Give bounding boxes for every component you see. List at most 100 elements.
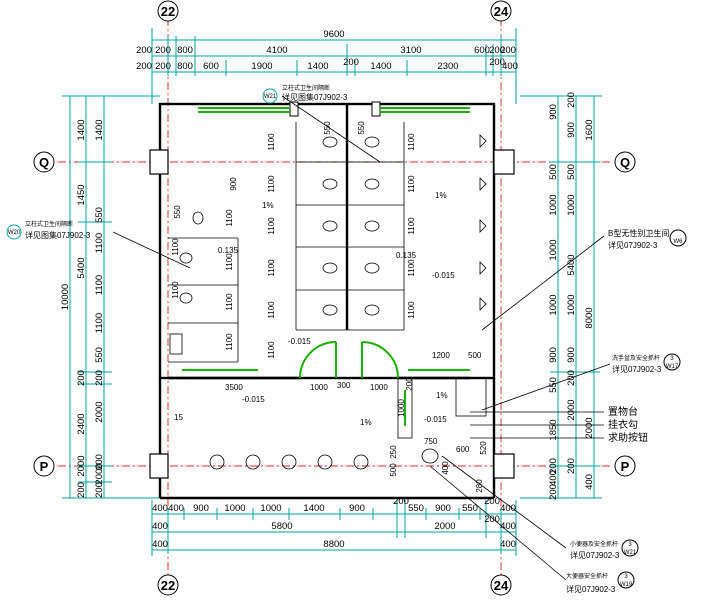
int-15: 15 (174, 413, 183, 422)
callout-b1-circle (621, 539, 639, 557)
bottom-dimension-lines (151, 500, 517, 556)
dim-left-in-8: 200 (94, 454, 105, 470)
dim-right-mid-4: 1000 (548, 294, 559, 315)
stall-dim-0: 1100 (267, 133, 276, 151)
stall-dim-3: 1100 (267, 259, 276, 277)
dim-bot-r1-8: 550 (408, 503, 424, 514)
grid-label-q-left: Q (39, 155, 49, 170)
dim-left-in-7: 2000 (94, 401, 105, 422)
stall-dim-l4: 1100 (171, 238, 180, 256)
stall-dim-l3: 1100 (225, 333, 234, 351)
dim-top-r3-6: 200 (343, 57, 359, 68)
dim-left-in-6: 200 (94, 370, 105, 386)
dim-top-r2-1: 200 (155, 45, 171, 56)
dim-left-in-5: 550 (94, 347, 105, 363)
callout-r1-ref: 详见07J902-3 (608, 240, 658, 250)
dim-bot-r1-2: 900 (193, 503, 209, 514)
int-600: 600 (456, 445, 470, 454)
dim-right-outer-2: 2000 (584, 417, 595, 438)
slope-1: 1% (262, 201, 274, 210)
stall-dim-4: 1100 (267, 301, 276, 319)
column-q22 (149, 149, 169, 175)
dim-top-total: 9600 (323, 29, 344, 40)
dim-bot-r1-10: 550 (462, 503, 478, 514)
dim-bot-r1-9: 900 (435, 503, 451, 514)
dim-right-in-0: 200 (566, 92, 577, 108)
callout-b1-code: W21 (624, 550, 637, 556)
dim-bot-r2-3: 200 (484, 514, 500, 525)
int-300: 300 (337, 381, 351, 390)
callout-b2-num: 3 (624, 574, 628, 580)
slope-2: 1% (435, 191, 447, 200)
dim-bot-r2-2: 2000 (434, 521, 455, 532)
top-dimension-text: 9600 200 200 800 4100 3100 600 200 200 4… (136, 29, 518, 72)
dim-right-in-8: 2000 (566, 399, 577, 420)
int-1000a: 1000 (310, 383, 328, 392)
dim-right-in-5: 1000 (566, 294, 577, 315)
dim-bot-r2-0: 400 (152, 521, 168, 532)
left-dimension-text: 10000 1400 1450 5400 200 2400 2000 200 1… (60, 119, 105, 498)
dim-left-in-10: 2000 (94, 463, 105, 484)
dim-top-r2-4: 3100 (400, 45, 421, 56)
dim-right-mid-9: 200 (548, 458, 559, 474)
dim-left-in-2: 1100 (94, 233, 105, 253)
callout-left-code: W20 (8, 230, 21, 236)
int-1200: 1200 (432, 351, 450, 360)
int-1000c: 1000 (397, 399, 406, 417)
callout-top-title: 立柱式卫生间隔断 (282, 84, 330, 92)
right-dimension-text: 1600 8000 2000 400 900 500 1000 1000 100… (548, 92, 595, 500)
grid-label-p-right: P (621, 459, 630, 474)
int-550c: 550 (173, 205, 182, 219)
dim-bot-r1-5: 1400 (303, 503, 324, 514)
dim-right-in-4: 5400 (566, 254, 577, 275)
slope-4: 1% (360, 418, 372, 427)
dim-top-r3-3: 600 (203, 61, 219, 72)
dim-left-mid-4: 2400 (76, 413, 87, 434)
level-2: 0.135 (396, 251, 417, 260)
dim-top-r2-2: 800 (177, 45, 193, 56)
dim-right-in-6: 900 (566, 347, 577, 363)
callout-r2-num: 3 (670, 356, 674, 362)
dim-left-in-3: 1100 (94, 275, 105, 295)
dim-left-in-4: 1100 (94, 313, 105, 333)
dim-right-outer-0: 1600 (584, 119, 595, 140)
right-dimension-lines (520, 95, 602, 499)
level-3: -0.015 (432, 271, 455, 280)
callout-b2-circle (617, 571, 635, 589)
grid-label-q-right: Q (620, 155, 630, 170)
int-550a: 550 (323, 121, 332, 135)
dim-right-mid-1: 500 (548, 164, 559, 180)
stall-dim-5: 1100 (267, 341, 276, 359)
callout-left-ref: 详见图集07J902-3 (25, 230, 91, 240)
dim-right-mid-10: 400 (548, 470, 559, 486)
int-1000b: 1000 (370, 383, 388, 392)
stall-partitions (168, 122, 405, 363)
annotation-callouts: W21 立柱式卫生间隔断 详见图集07J902-3 W20 立柱式卫生间隔断 详… (6, 84, 687, 594)
stall-dim-r1: 1100 (407, 175, 416, 193)
dim-right-mid-8: 1850 (548, 419, 559, 440)
left-dimension-lines (62, 95, 160, 499)
dim-left-total: 10000 (60, 284, 71, 310)
label-hook: 挂衣勾 (608, 418, 638, 431)
callout-r1-title: B型无性别卫生间 (608, 228, 669, 238)
dim-bot-r3-0: 400 (152, 539, 168, 550)
int-500b: 500 (389, 463, 398, 477)
stall-dim-r0: 1100 (407, 133, 416, 151)
int-750: 750 (424, 437, 438, 446)
dim-left-mid-1: 1450 (76, 184, 87, 205)
building-walls (149, 101, 515, 500)
dim-left-in-9: 200 (94, 482, 105, 498)
int-3500: 3500 (225, 383, 243, 392)
toilet-fixtures (169, 134, 487, 470)
dim-left-in-1: 550 (94, 207, 105, 223)
callout-top-ref: 详见图集07J902-3 (282, 92, 348, 102)
grid-label-p-left: P (40, 459, 49, 474)
bottom-dimension-text: 400 400 900 1000 1000 1400 900 200 550 9… (152, 496, 516, 550)
callout-top-code: W21 (264, 94, 277, 100)
int-500: 500 (468, 351, 482, 360)
dim-right-mid-3: 1000 (548, 239, 559, 260)
dim-bot-r1-4: 1000 (260, 503, 281, 514)
callout-b1-ref: 详见07J902-3 (570, 550, 620, 560)
dim-left-mid-2: 5400 (76, 257, 87, 278)
